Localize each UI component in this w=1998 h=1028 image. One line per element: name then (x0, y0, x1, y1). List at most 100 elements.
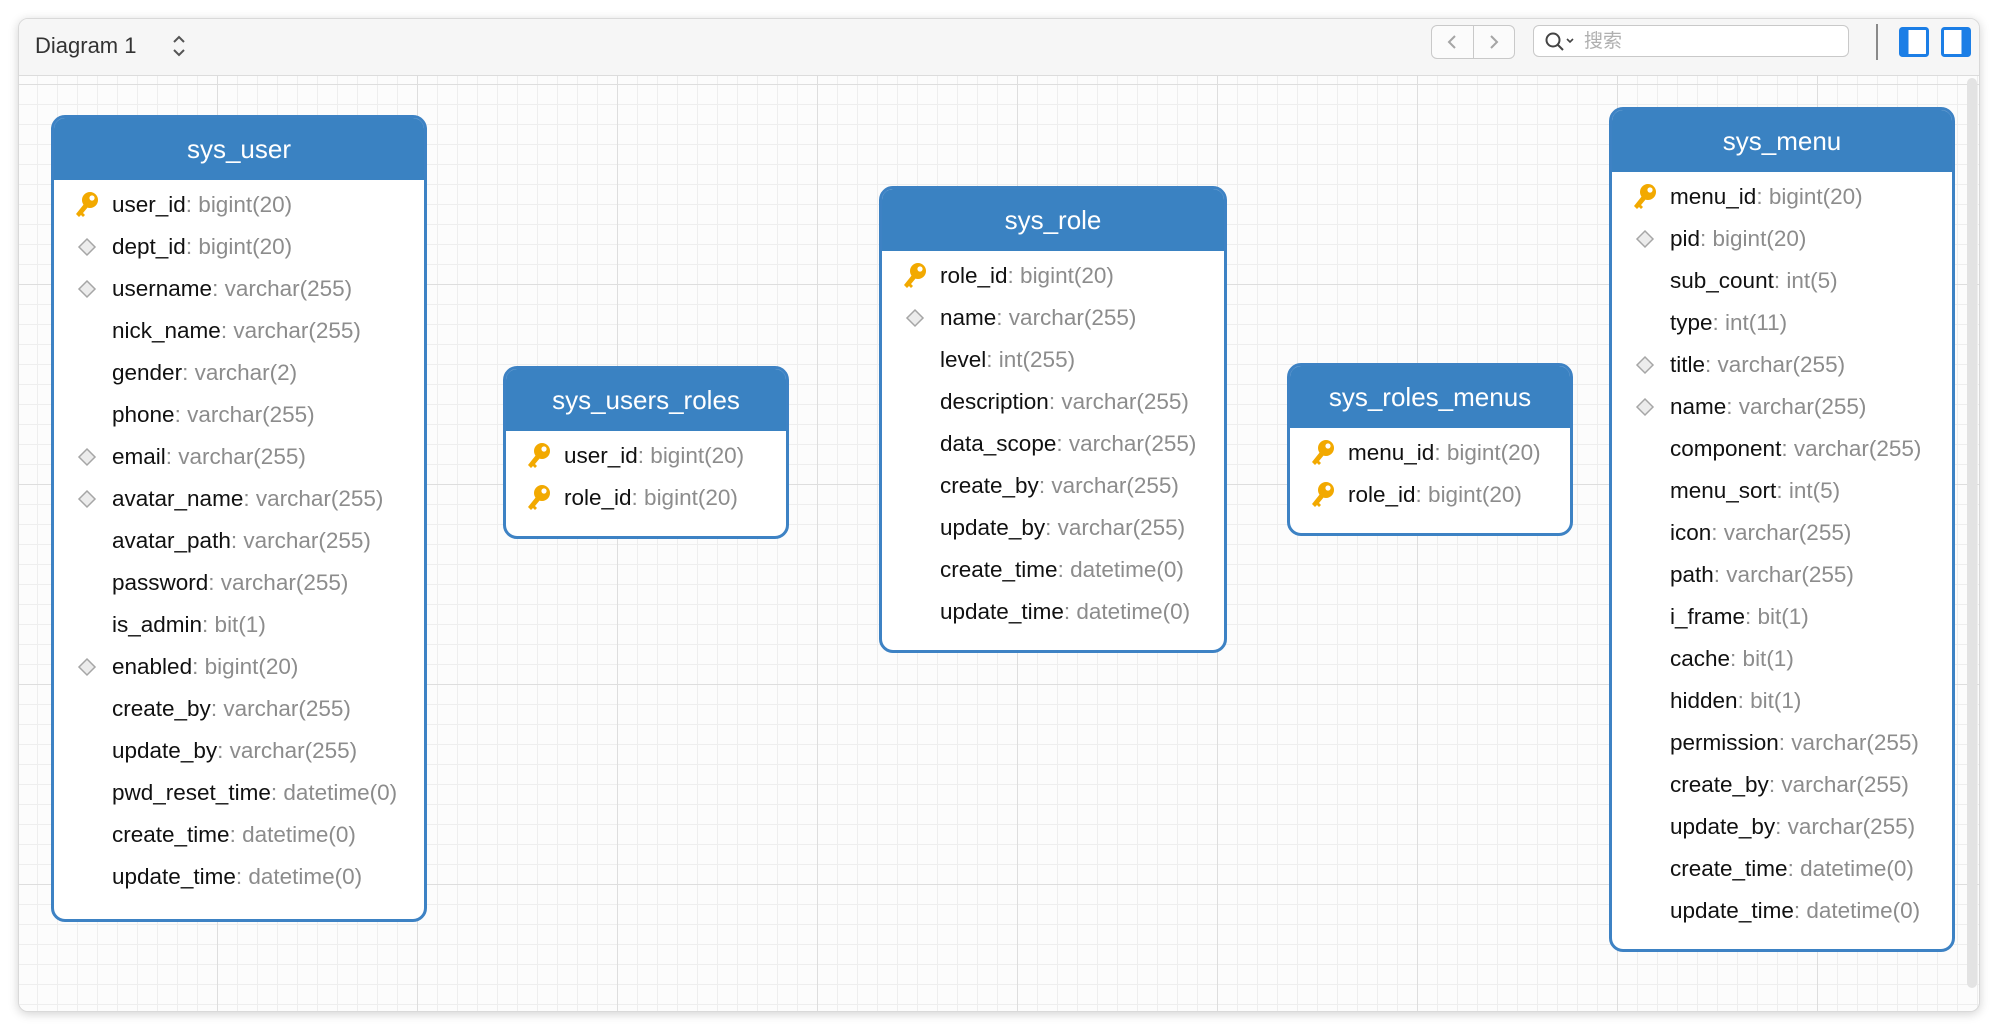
table-field-row[interactable]: update_by: varchar(255) (1612, 806, 1952, 848)
toggle-left-panel-icon[interactable] (1899, 27, 1929, 57)
toolbar: Diagram 1 (19, 19, 1979, 76)
table-field-row[interactable]: update_time: datetime(0) (882, 591, 1224, 633)
table-field-row[interactable]: user_id: bigint(20) (506, 435, 786, 477)
table-field-row[interactable]: menu_id: bigint(20) (1290, 432, 1570, 474)
table-field-row[interactable]: permission: varchar(255) (1612, 722, 1952, 764)
table-field-row[interactable]: role_id: bigint(20) (506, 477, 786, 519)
table-field-row[interactable]: create_by: varchar(255) (54, 688, 424, 730)
toggle-right-panel-icon[interactable] (1941, 27, 1971, 57)
table-field-row[interactable]: email: varchar(255) (54, 436, 424, 478)
table-sys_user[interactable]: sys_user user_id: bigint(20)dept_id: big… (51, 115, 427, 922)
table-field-row[interactable]: enabled: bigint(20) (54, 646, 424, 688)
table-field-row[interactable]: component: varchar(255) (1612, 428, 1952, 470)
table-sys_users_roles[interactable]: sys_users_roles user_id: bigint(20)role_… (503, 366, 789, 539)
search-box[interactable] (1533, 25, 1849, 57)
field-name: password (112, 570, 209, 595)
table-field-row[interactable]: create_time: datetime(0) (882, 549, 1224, 591)
forward-button[interactable] (1472, 26, 1515, 58)
table-field-row[interactable]: path: varchar(255) (1612, 554, 1952, 596)
table-field-row[interactable]: sub_count: int(5) (1612, 260, 1952, 302)
table-field-row[interactable]: password: varchar(255) (54, 562, 424, 604)
field-name: update_time (1670, 898, 1794, 923)
table-field-row[interactable]: update_by: varchar(255) (54, 730, 424, 772)
table-field-row[interactable]: i_frame: bit(1) (1612, 596, 1952, 638)
table-name: sys_menu (1722, 125, 1842, 156)
field-type: : bigint(20) (185, 192, 293, 217)
primary-key-icon (524, 477, 554, 519)
table-field-row[interactable]: update_time: datetime(0) (1612, 890, 1952, 932)
field-name: enabled (112, 654, 193, 679)
field-icon-placeholder (72, 730, 102, 772)
table-field-row[interactable]: name: varchar(255) (882, 297, 1224, 339)
table-header[interactable]: sys_user (54, 118, 424, 180)
search-input[interactable] (1582, 28, 1836, 56)
table-sys_role[interactable]: sys_role role_id: bigint(20)name: varcha… (879, 186, 1227, 653)
table-field-row[interactable]: title: varchar(255) (1612, 344, 1952, 386)
field-name: nick_name (112, 318, 221, 343)
table-field-row[interactable]: pid: bigint(20) (1612, 218, 1952, 260)
table-field-row[interactable]: phone: varchar(255) (54, 394, 424, 436)
table-field-row[interactable]: hidden: bit(1) (1612, 680, 1952, 722)
table-header[interactable]: sys_users_roles (506, 369, 786, 431)
field-name: is_admin (112, 612, 203, 637)
table-field-row[interactable]: icon: varchar(255) (1612, 512, 1952, 554)
table-header[interactable]: sys_role (882, 189, 1224, 251)
table-field-row[interactable]: role_id: bigint(20) (882, 255, 1224, 297)
table-field-row[interactable]: avatar_path: varchar(255) (54, 520, 424, 562)
table-sys_menu[interactable]: sys_menu menu_id: bigint(20)pid: bigint(… (1609, 107, 1955, 952)
table-field-row[interactable]: pwd_reset_time: datetime(0) (54, 772, 424, 814)
field-icon-placeholder (900, 423, 930, 465)
table-field-row[interactable]: create_by: varchar(255) (1612, 764, 1952, 806)
vertical-scrollbar[interactable] (1967, 78, 1977, 988)
diagram-canvas[interactable]: sys_user user_id: bigint(20)dept_id: big… (19, 76, 1979, 1011)
table-header[interactable]: sys_menu (1612, 110, 1952, 172)
back-button[interactable] (1432, 26, 1473, 58)
table-field-row[interactable]: cache: bit(1) (1612, 638, 1952, 680)
field-name: type (1670, 310, 1713, 335)
field-name: update_by (1670, 814, 1776, 839)
table-field-row[interactable]: create_by: varchar(255) (882, 465, 1224, 507)
field-icon-placeholder (72, 520, 102, 562)
table-sys_roles_menus[interactable]: sys_roles_menus menu_id: bigint(20)role_… (1287, 363, 1573, 536)
diagram-switch-chevrons-icon[interactable] (169, 29, 189, 63)
table-field-row[interactable]: type: int(11) (1612, 302, 1952, 344)
table-field-row[interactable]: update_time: datetime(0) (54, 856, 424, 898)
field-name: email (112, 444, 166, 469)
table-field-row[interactable]: user_id: bigint(20) (54, 184, 424, 226)
field-name: create_by (1670, 772, 1769, 797)
toolbar-divider (1876, 24, 1878, 60)
table-field-row[interactable]: role_id: bigint(20) (1290, 474, 1570, 516)
field-icon-placeholder (900, 465, 930, 507)
field-type: : datetime(0) (1063, 599, 1191, 624)
field-name: avatar_name (112, 486, 244, 511)
field-icon-placeholder (72, 562, 102, 604)
primary-key-icon (72, 184, 102, 226)
table-field-row[interactable]: gender: varchar(2) (54, 352, 424, 394)
table-field-row[interactable]: menu_sort: int(5) (1612, 470, 1952, 512)
table-field-row[interactable]: name: varchar(255) (1612, 386, 1952, 428)
index-diamond-icon (1630, 344, 1660, 386)
table-header[interactable]: sys_roles_menus (1290, 366, 1570, 428)
field-icon-placeholder (1630, 302, 1660, 344)
table-field-row[interactable]: level: int(255) (882, 339, 1224, 381)
field-type: : bit(1) (202, 612, 266, 637)
table-field-row[interactable]: create_time: datetime(0) (54, 814, 424, 856)
table-field-row[interactable]: username: varchar(255) (54, 268, 424, 310)
table-field-row[interactable]: is_admin: bit(1) (54, 604, 424, 646)
field-name: phone (112, 402, 175, 427)
diagram-title[interactable]: Diagram 1 (35, 33, 137, 58)
field-name: component (1670, 436, 1782, 461)
search-icon (1544, 31, 1578, 58)
table-field-row[interactable]: update_by: varchar(255) (882, 507, 1224, 549)
table-field-row[interactable]: menu_id: bigint(20) (1612, 176, 1952, 218)
table-field-row[interactable]: nick_name: varchar(255) (54, 310, 424, 352)
table-field-row[interactable]: dept_id: bigint(20) (54, 226, 424, 268)
field-icon-placeholder (1630, 722, 1660, 764)
field-type: : bit(1) (1730, 646, 1794, 671)
table-field-row[interactable]: data_scope: varchar(255) (882, 423, 1224, 465)
table-field-row[interactable]: avatar_name: varchar(255) (54, 478, 424, 520)
field-icon-placeholder (1630, 638, 1660, 680)
field-type: : int(5) (1776, 478, 1841, 503)
table-field-row[interactable]: create_time: datetime(0) (1612, 848, 1952, 890)
table-field-row[interactable]: description: varchar(255) (882, 381, 1224, 423)
